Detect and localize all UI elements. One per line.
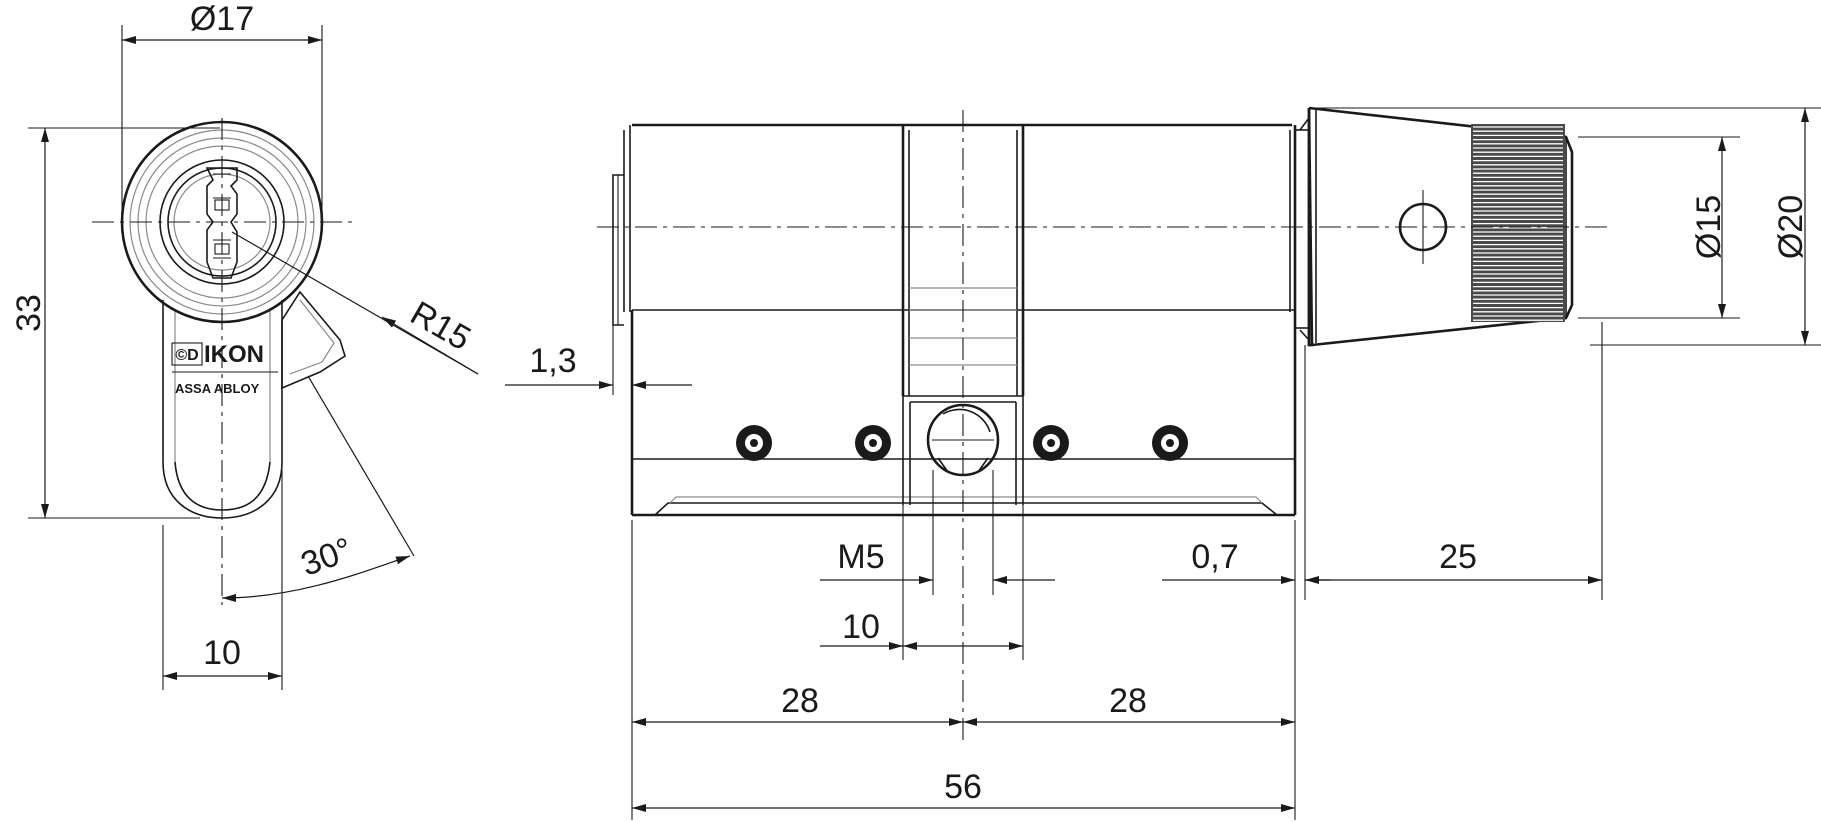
dim-radius-15: R15 bbox=[404, 294, 477, 358]
dim-length-28-left: 28 bbox=[781, 682, 819, 720]
dim-width-10-cam: 10 bbox=[842, 608, 880, 646]
dim-gap-0-7: 0,7 bbox=[1191, 538, 1238, 576]
dim-thread-m5: M5 bbox=[837, 538, 884, 576]
dim-width-10-front: 10 bbox=[203, 634, 241, 672]
logo-brand: IKON bbox=[204, 341, 264, 368]
dim-diameter-15: Ø15 bbox=[1690, 195, 1728, 259]
dim-diameter-17: Ø17 bbox=[190, 0, 254, 38]
dim-length-28-right: 28 bbox=[1109, 682, 1147, 720]
dim-diameter-20: Ø20 bbox=[1772, 195, 1810, 259]
logo-badge: ©D bbox=[175, 347, 198, 364]
logo-maker: ASSA ABLOY bbox=[175, 381, 260, 396]
front-view: ©D IKON ASSA ABLOY Ø17 33 R15 30° 10 bbox=[10, 0, 479, 690]
side-view: 1,3 M5 10 0,7 25 28 28 56 bbox=[505, 106, 1821, 820]
dim-length-25: 25 bbox=[1439, 538, 1477, 576]
dim-thickness-1-3: 1,3 bbox=[529, 342, 576, 380]
pin-4 bbox=[1152, 425, 1188, 461]
pin-1 bbox=[736, 425, 772, 461]
pin-3 bbox=[1033, 425, 1069, 461]
dim-height-33: 33 bbox=[10, 294, 48, 332]
dim-angle-30: 30° bbox=[296, 530, 357, 583]
pin-2 bbox=[855, 425, 891, 461]
dim-length-56: 56 bbox=[944, 768, 982, 806]
